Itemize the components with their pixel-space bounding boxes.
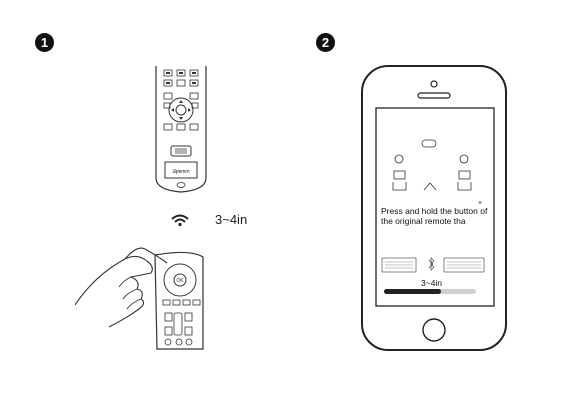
remote-brand-label: Ǝpɐmm xyxy=(172,169,189,175)
home-button-icon xyxy=(422,318,446,342)
hand-pressing-remote-illustration: OK xyxy=(75,247,204,350)
distance-label: 3~4in xyxy=(215,212,248,227)
close-icon[interactable]: × xyxy=(478,200,482,207)
step-1-badge: 1 xyxy=(35,33,54,52)
step-1-number: 1 xyxy=(40,35,49,50)
pairing-instruction: Press and hold the button of the origina… xyxy=(381,206,488,226)
original-remote-illustration: Ǝpɐmm xyxy=(155,66,207,193)
step-2-number: 2 xyxy=(321,35,330,50)
progress-fill xyxy=(384,289,442,294)
phone-distance-label: 3~4in xyxy=(421,278,443,288)
hand-icon xyxy=(75,255,153,328)
step-2-badge: 2 xyxy=(316,33,335,52)
wifi-icon xyxy=(171,214,189,227)
camera-icon xyxy=(430,80,438,88)
svg-text:OK: OK xyxy=(176,278,184,284)
speaker-icon xyxy=(417,92,451,99)
phone-icon: × xyxy=(361,65,507,351)
bluetooth-icon xyxy=(428,257,435,271)
